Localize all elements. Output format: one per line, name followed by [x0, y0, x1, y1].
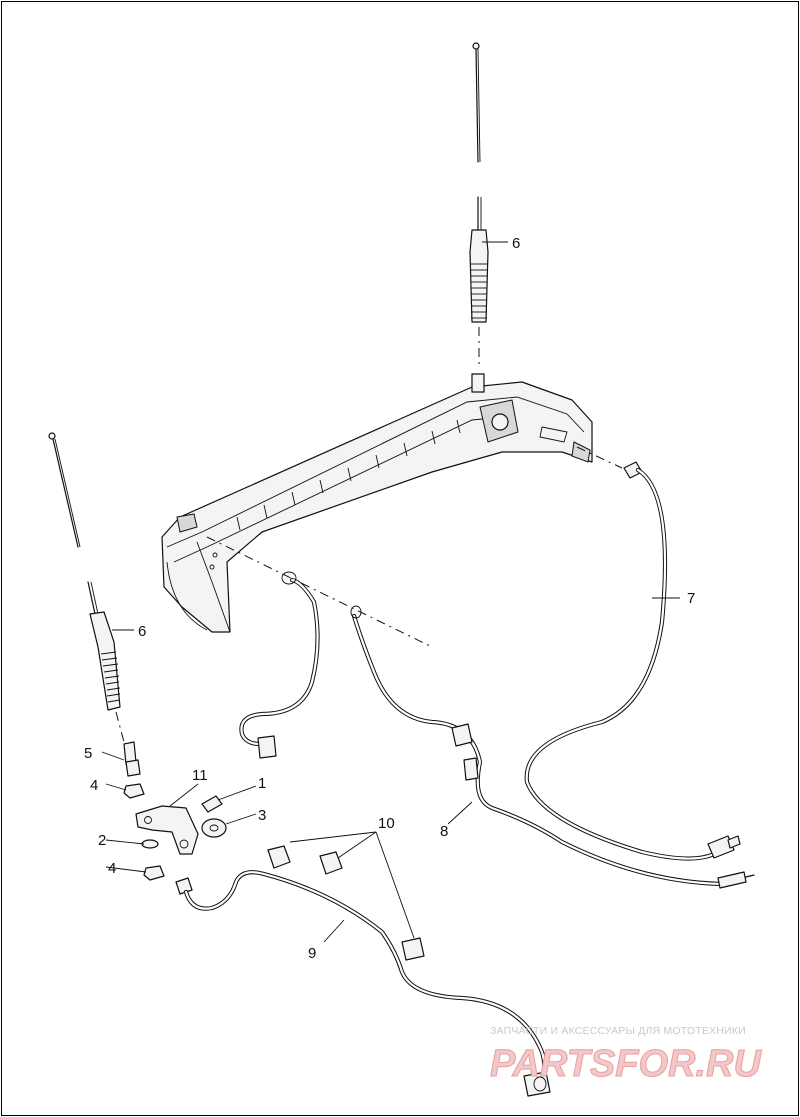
callout-3: 3: [258, 807, 266, 824]
callout-6-right: 6: [512, 235, 520, 252]
left-antenna-mast: [48, 432, 81, 548]
nut-part-4-upper: [123, 783, 145, 799]
washer-part-3: [201, 818, 227, 838]
mount-axis-right: [576, 446, 623, 469]
callout-8: 8: [440, 823, 448, 840]
cable-part-9: [175, 870, 551, 1097]
watermark-logo: PARTSFOR.RU: [490, 1043, 762, 1085]
screw-part-1: [201, 795, 223, 813]
callout-5: 5: [84, 745, 92, 762]
callout-1: 1: [258, 775, 266, 792]
callout-4-upper: 4: [90, 777, 98, 794]
trunk-rack-body: [161, 373, 593, 633]
left-antenna-base: [87, 581, 125, 743]
right-antenna-base: [469, 196, 489, 367]
lockwasher-part-2: [141, 839, 159, 849]
bracket-part-11: [135, 805, 199, 855]
watermark-tagline: ЗАПЧАСТИ И АКСЕССУАРЫ ДЛЯ МОТОТЕХНИКИ: [490, 1025, 746, 1037]
adapter-part-5: [123, 741, 141, 777]
clip-part-10-c: [401, 937, 425, 961]
cable-part-7: [524, 461, 741, 861]
callout-6-left: 6: [138, 623, 146, 640]
nut-part-4-lower: [143, 865, 165, 881]
cable-part-8: [239, 571, 755, 889]
callout-10: 10: [378, 815, 395, 832]
callout-9: 9: [308, 945, 316, 962]
callout-7: 7: [687, 590, 695, 607]
leader-lines: [101, 241, 680, 943]
right-antenna-mast: [472, 42, 481, 163]
clip-part-10-b: [319, 851, 343, 875]
clip-part-10-a: [267, 845, 291, 869]
callout-2: 2: [98, 832, 106, 849]
callout-11: 11: [192, 767, 208, 784]
callout-4-lower: 4: [108, 860, 116, 877]
